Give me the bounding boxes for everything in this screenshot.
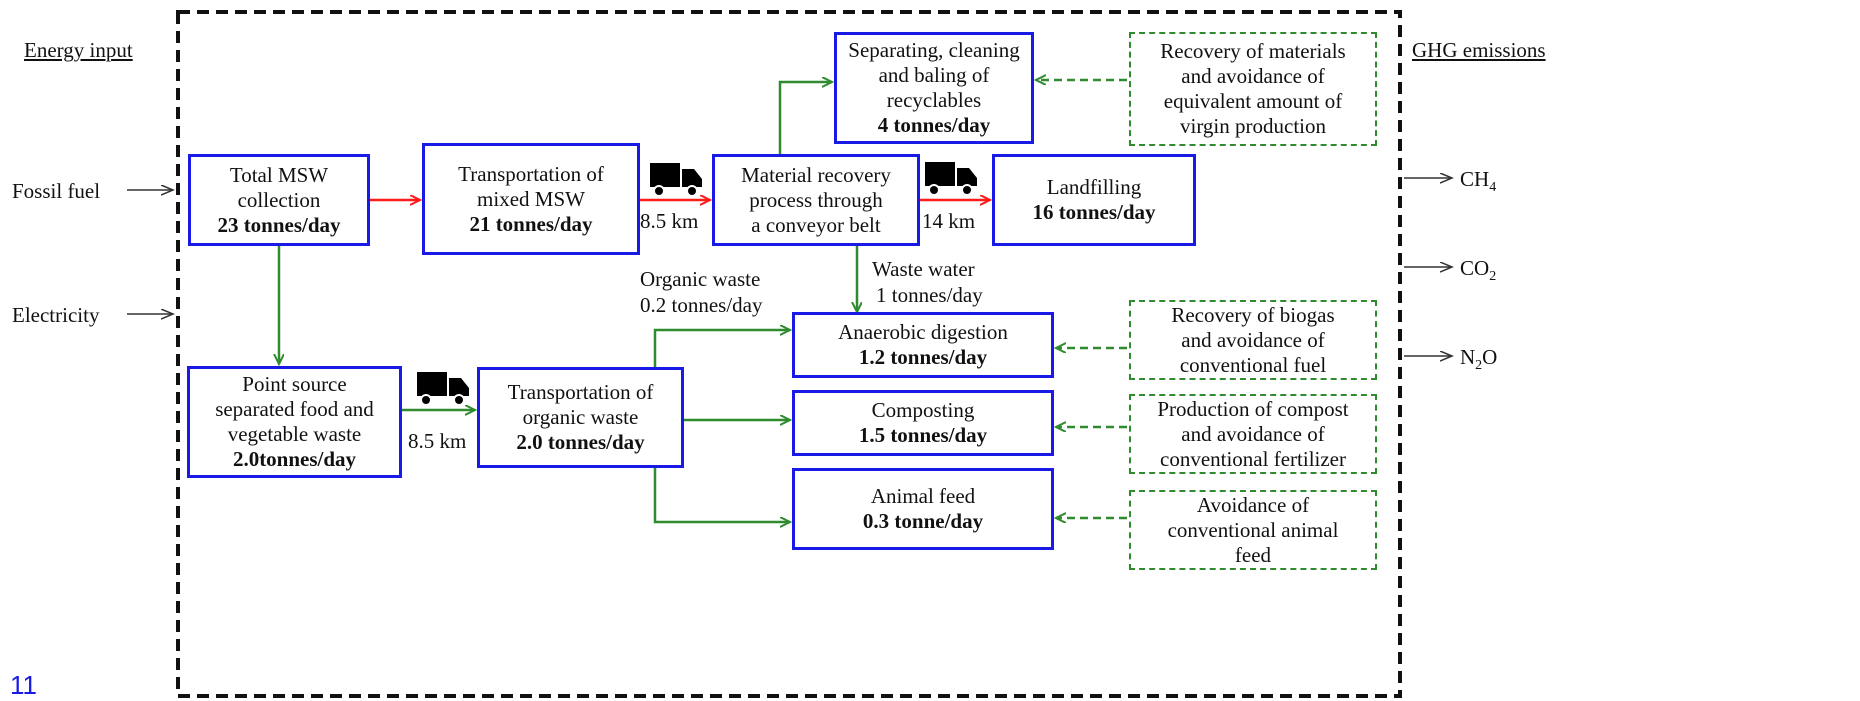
truck-icon <box>416 371 470 406</box>
ch4-label: CH4 <box>1460 167 1497 196</box>
fossil-fuel-label: Fossil fuel <box>12 179 101 203</box>
waste-water-amount: 1 tonnes/day <box>876 283 983 307</box>
system-boundary <box>176 10 1402 698</box>
energy-input-title: Energy input <box>24 38 133 62</box>
distance-mixed-label: 8.5 km <box>640 209 699 233</box>
truck-icon <box>649 162 703 197</box>
page-number: 11 <box>10 670 37 700</box>
organic-waste-label: Organic waste <box>640 267 761 291</box>
n2o-label: N2O <box>1460 345 1498 374</box>
distance-landfill-label: 14 km <box>922 209 976 233</box>
arrow-recovery-to-separating <box>778 82 832 154</box>
arrow-transport-to-animal-feed <box>653 468 790 522</box>
arrow-transport-to-anaerobic <box>653 330 790 367</box>
co2-label: CO2 <box>1460 256 1497 285</box>
waste-water-label: Waste water <box>872 257 975 281</box>
ghg-emissions-title: GHG emissions <box>1412 38 1546 62</box>
organic-waste-amount: 0.2 tonnes/day <box>640 293 763 317</box>
distance-organic-label: 8.5 km <box>408 429 467 453</box>
electricity-label: Electricity <box>12 303 100 327</box>
truck-icon <box>924 161 978 196</box>
